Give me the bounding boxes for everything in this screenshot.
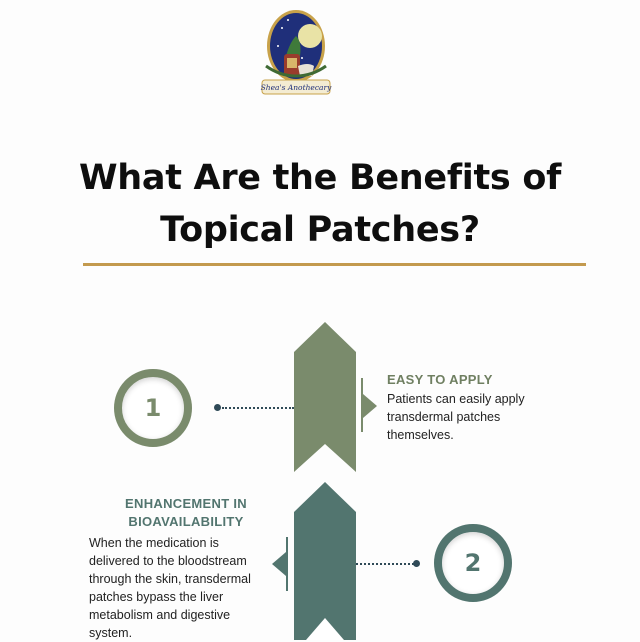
step-1-heading: EASY TO APPLY [387,372,493,387]
title-divider [83,263,586,266]
svg-text:Shea's Anothecary: Shea's Anothecary [261,83,332,92]
brand-logo: Shea's Anothecary [258,6,334,100]
step-1-connector-dot [214,404,221,411]
step-1-marker-bar [361,378,363,432]
step-2-heading-line-1: ENHANCEMENT IN [125,496,247,511]
arrow-segment-3 [306,618,344,640]
title-line-1: What Are the Benefits of [78,158,561,198]
apothecary-logo-icon: Shea's Anothecary [261,10,332,95]
step-2-number: 2 [464,549,482,577]
step-2-connector-dot [413,560,420,567]
arrow-segment-1 [294,322,356,472]
step-1-badge: 1 [114,369,192,447]
title-line-2: Topical Patches? [160,210,480,250]
step-1-marker-pointer [363,394,377,418]
step-2-marker-bar [286,537,288,591]
step-2-marker-pointer [272,552,286,576]
step-1-description: Patients can easily apply transdermal pa… [387,392,525,442]
step-2-connector-line [356,563,414,565]
arrow-segment-2 [294,482,356,640]
step-2-description: When the medication is delivered to the … [89,536,251,640]
page-title: What Are the Benefits of Topical Patches… [20,152,620,256]
step-1-number: 1 [144,394,162,422]
step-2-heading: ENHANCEMENT IN BIOAVAILABILITY [96,495,276,531]
step-1-connector-line [222,407,294,409]
step-2-badge: 2 [434,524,512,602]
timeline-arrow-band [294,322,356,640]
step-2-heading-line-2: BIOAVAILABILITY [128,514,244,529]
